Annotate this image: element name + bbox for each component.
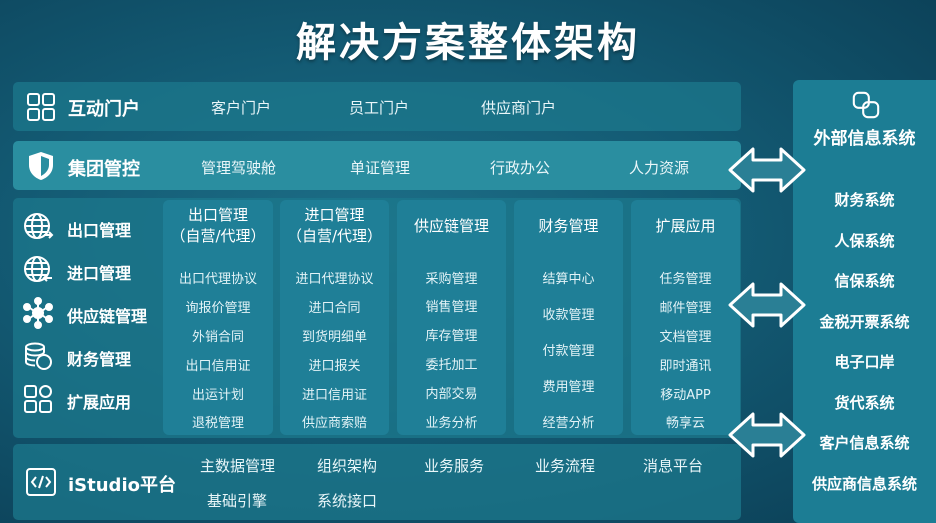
module-item[interactable]: 经营分析 — [542, 416, 595, 431]
shield-icon — [25, 150, 57, 182]
platform-band: iStudio平台 主数据管理 组织架构 业务服务 业务流程 消息平台 基础引擎… — [13, 444, 741, 520]
module-item[interactable]: 出口信用证 — [185, 359, 251, 374]
layout-icon — [25, 91, 57, 123]
portal-band: 互动门户 客户门户 员工门户 供应商门户 — [13, 82, 741, 131]
module-item[interactable]: 内部交易 — [425, 387, 478, 402]
module-item[interactable]: 费用管理 — [542, 380, 595, 395]
module-item[interactable]: 进口代理协议 — [295, 272, 374, 287]
sidebar-item-label: 出口管理 — [67, 221, 132, 240]
control-item-office[interactable]: 行政办公 — [490, 159, 551, 177]
module-title: 扩展应用 — [655, 217, 716, 235]
platform-item[interactable]: 主数据管理 — [200, 457, 276, 475]
coins-icon — [22, 340, 54, 372]
control-label: 集团管控 — [68, 159, 140, 180]
control-band: 集团管控 管理驾驶舱 单证管理 行政办公 人力资源 — [13, 141, 741, 190]
module-item[interactable]: 采购管理 — [425, 272, 478, 287]
module-export: 出口管理 （自营/代理） 出口代理协议 询报价管理 外销合同 出口信用证 出运计… — [163, 200, 273, 435]
module-item[interactable]: 业务分析 — [425, 416, 478, 431]
network-icon — [22, 297, 54, 329]
external-item[interactable]: 人保系统 — [834, 232, 895, 250]
platform-item[interactable]: 业务服务 — [424, 457, 485, 475]
portal-item-supplier[interactable]: 供应商门户 — [481, 99, 557, 117]
module-title: 供应链管理 — [413, 217, 489, 235]
globe-icon — [22, 211, 54, 243]
module-item[interactable]: 询报价管理 — [185, 301, 251, 316]
platform-item[interactable]: 基础引擎 — [207, 492, 268, 510]
apps-icon — [22, 383, 54, 415]
double-arrow-icon — [728, 147, 806, 193]
module-item[interactable]: 进口报关 — [308, 359, 361, 374]
sidebar-item-label: 财务管理 — [67, 350, 132, 369]
control-item-cockpit[interactable]: 管理驾驶舱 — [201, 159, 277, 177]
sidebar-item-label: 供应链管理 — [67, 307, 148, 326]
module-import: 进口管理 （自营/代理） 进口代理协议 进口合同 到货明细单 进口报关 进口信用… — [280, 200, 389, 435]
module-item[interactable]: 移动APP — [660, 388, 711, 403]
external-item[interactable]: 供应商信息系统 — [811, 475, 917, 493]
module-item[interactable]: 外销合同 — [191, 330, 244, 345]
portal-label: 互动门户 — [68, 99, 140, 120]
double-arrow-icon — [728, 282, 806, 328]
portal-item-customer[interactable]: 客户门户 — [211, 99, 272, 117]
external-systems-panel: 外部信息系统 财务系统 人保系统 信保系统 金税开票系统 电子口岸 货代系统 客… — [793, 80, 936, 523]
module-item[interactable]: 收款管理 — [542, 308, 595, 323]
module-item[interactable]: 即时通讯 — [659, 359, 712, 374]
code-icon — [25, 466, 57, 498]
module-item[interactable]: 销售管理 — [425, 300, 478, 315]
sidebar-item-label: 进口管理 — [67, 264, 132, 283]
control-item-hr[interactable]: 人力资源 — [629, 159, 690, 177]
external-item[interactable]: 金税开票系统 — [819, 313, 910, 331]
module-subtitle: （自营/代理） — [286, 227, 383, 245]
module-item[interactable]: 付款管理 — [542, 344, 595, 359]
sidebar-item-finance[interactable]: 财务管理 — [22, 340, 162, 372]
module-item[interactable]: 退税管理 — [191, 416, 244, 431]
globe-icon — [22, 254, 54, 286]
external-item[interactable]: 客户信息系统 — [819, 434, 910, 452]
module-item[interactable]: 邮件管理 — [659, 301, 712, 316]
sidebar-item-label: 扩展应用 — [67, 393, 132, 412]
module-item[interactable]: 文档管理 — [659, 330, 712, 345]
sidebar-item-extensions[interactable]: 扩展应用 — [22, 383, 162, 415]
platform-item[interactable]: 组织架构 — [317, 457, 378, 475]
external-title: 外部信息系统 — [813, 129, 916, 149]
module-extensions: 扩展应用 任务管理 邮件管理 文档管理 即时通讯 移动APP 畅享云 — [631, 200, 740, 435]
control-item-documents[interactable]: 单证管理 — [350, 159, 411, 177]
module-item[interactable]: 供应商索赔 — [301, 416, 367, 431]
module-finance: 财务管理 结算中心 收款管理 付款管理 费用管理 经营分析 — [514, 200, 623, 435]
platform-item[interactable]: 系统接口 — [317, 492, 378, 510]
external-item[interactable]: 货代系统 — [834, 394, 895, 412]
module-item[interactable]: 进口信用证 — [301, 388, 367, 403]
external-item[interactable]: 信保系统 — [834, 272, 895, 290]
module-item[interactable]: 畅享云 — [665, 416, 705, 431]
module-item[interactable]: 进口合同 — [308, 301, 361, 316]
portal-item-employee[interactable]: 员工门户 — [349, 99, 410, 117]
sidebar-item-import[interactable]: 进口管理 — [22, 254, 162, 286]
platform-label: iStudio平台 — [68, 475, 176, 496]
module-item[interactable]: 出口代理协议 — [178, 272, 257, 287]
module-item[interactable]: 委托加工 — [425, 358, 478, 373]
module-subtitle: （自营/代理） — [170, 227, 266, 245]
module-item[interactable]: 库存管理 — [425, 329, 478, 344]
platform-item[interactable]: 业务流程 — [535, 457, 596, 475]
external-item[interactable]: 电子口岸 — [834, 353, 895, 371]
sidebar-item-export[interactable]: 出口管理 — [22, 211, 162, 243]
module-item[interactable]: 结算中心 — [542, 272, 595, 287]
double-arrow-icon — [728, 412, 806, 458]
external-item[interactable]: 财务系统 — [834, 191, 895, 209]
platform-item[interactable]: 消息平台 — [643, 457, 704, 475]
module-item[interactable]: 到货明细单 — [301, 330, 367, 345]
link-icon — [851, 90, 881, 120]
module-title: 财务管理 — [538, 217, 599, 235]
module-item[interactable]: 出运计划 — [191, 388, 244, 403]
module-title: 进口管理 — [304, 206, 365, 224]
module-supply-chain: 供应链管理 采购管理 销售管理 库存管理 委托加工 内部交易 业务分析 — [397, 200, 506, 435]
module-title: 出口管理 — [187, 206, 248, 224]
page-title: 解决方案整体架构 — [296, 20, 640, 66]
module-item[interactable]: 任务管理 — [659, 272, 712, 287]
sidebar-item-supply-chain[interactable]: 供应链管理 — [22, 297, 162, 329]
